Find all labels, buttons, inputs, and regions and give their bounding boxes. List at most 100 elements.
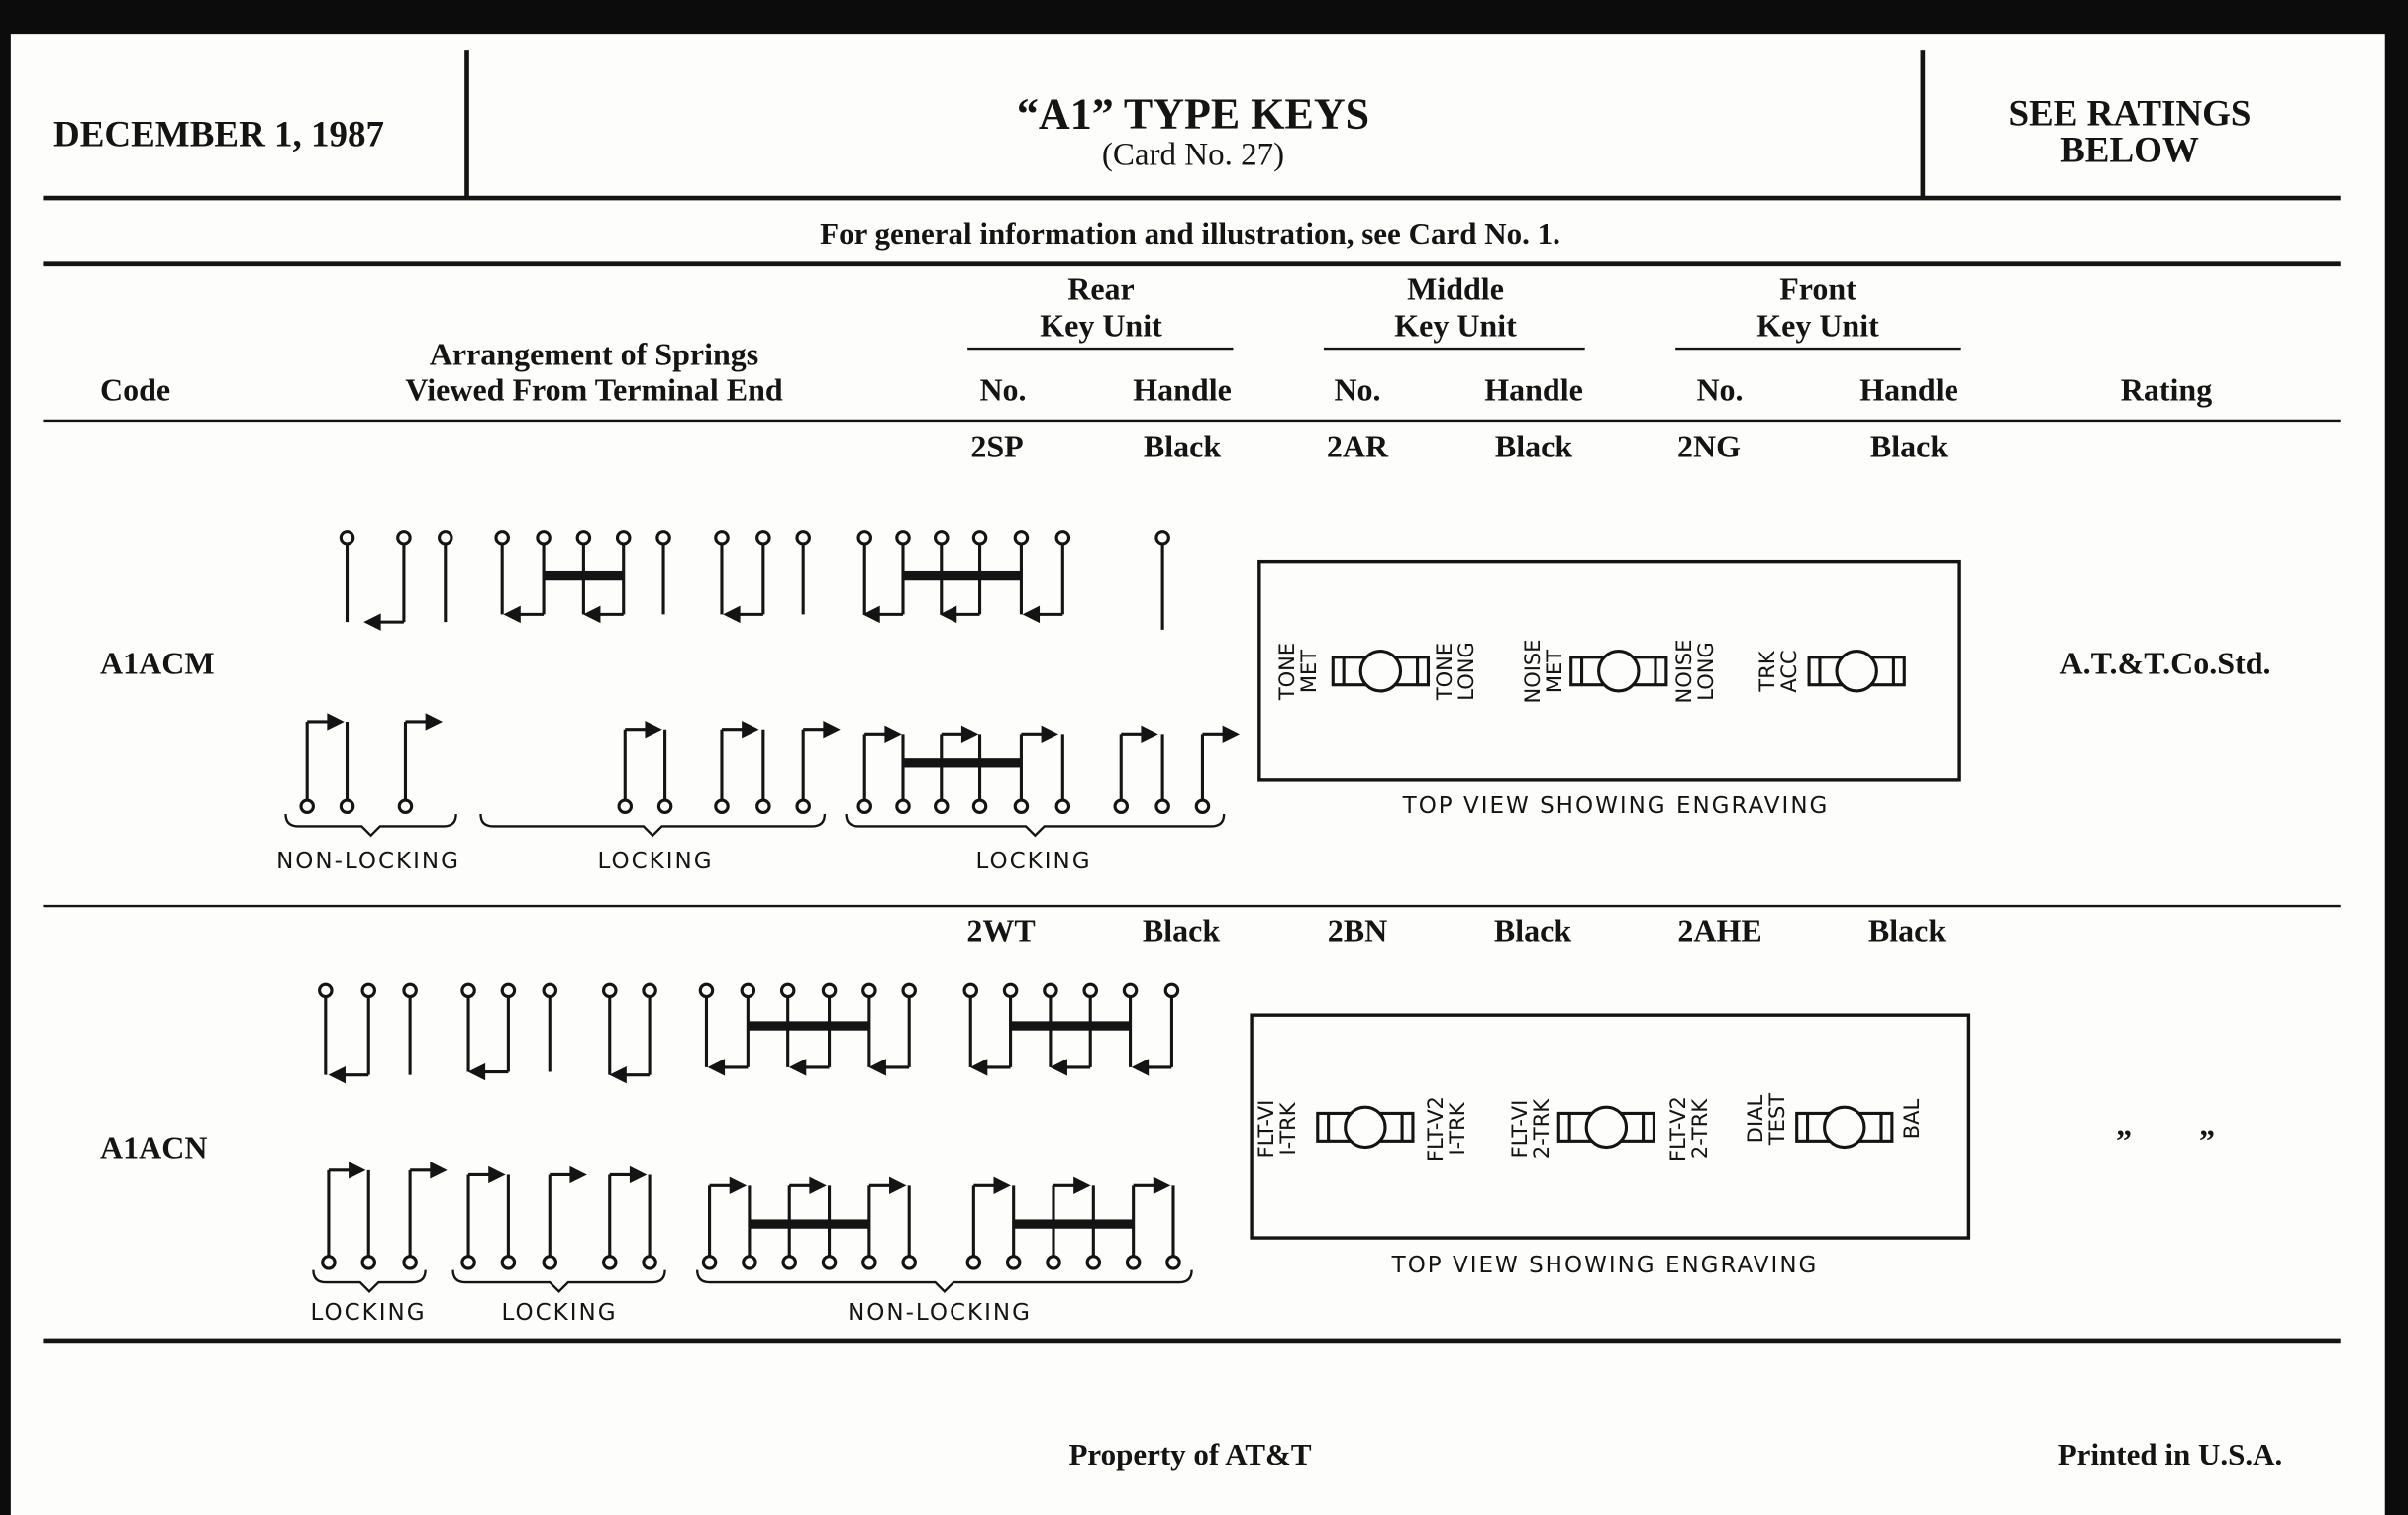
key-handle-icon [1569, 650, 1668, 693]
contact-arrow-icon [729, 1176, 748, 1195]
spring [494, 530, 510, 615]
spring-terminal [1054, 798, 1071, 814]
contact-arrow-icon [884, 725, 902, 744]
spring [723, 530, 771, 624]
contact-arrow-icon [328, 1065, 346, 1084]
spring-terminal [542, 982, 558, 999]
key-knob [1597, 650, 1641, 693]
key-handle-icon [1795, 1105, 1894, 1150]
spring-terminal [714, 530, 730, 546]
footer-printed: Printed in U.S.A. [2057, 1437, 2283, 1471]
spring-terminal [965, 1255, 982, 1270]
actuating-bar [1013, 1219, 1134, 1229]
spring-terminal [1082, 982, 1098, 999]
key-handle-icon [1556, 1105, 1656, 1150]
spring [934, 530, 950, 615]
actuating-bar [903, 570, 1022, 581]
engraving-caption: TOP VIEW SHOWING ENGRAVING [1402, 793, 1830, 819]
see-ratings-line1: SEE RATINGS [2008, 93, 2252, 135]
footer-property: Property of AT&T [1068, 1437, 1312, 1471]
arrangement-header-line2: Viewed From Terminal End [405, 371, 783, 408]
general-note: For general information and illustration… [820, 216, 1560, 251]
spring-terminal [781, 1255, 797, 1270]
spring-terminal [460, 982, 476, 999]
spring [460, 1165, 506, 1270]
spring-terminal [795, 530, 811, 546]
spring [901, 1185, 917, 1270]
spring-terminal [779, 982, 796, 999]
card-number: (Card No. 27) [1101, 137, 1285, 173]
spring-group-label: LOCKING [501, 1300, 618, 1326]
contact-arrow-icon [430, 1162, 448, 1179]
spring-terminal [698, 982, 715, 999]
spring [500, 1174, 517, 1270]
spring-terminal [1154, 530, 1170, 546]
spring [868, 982, 917, 1076]
spring-terminal [396, 530, 412, 546]
spring-terminal [642, 982, 657, 999]
spring [1122, 982, 1139, 1067]
contact-arrow-icon [707, 1059, 726, 1076]
spring-terminal [494, 530, 510, 546]
contact-arrow-icon [889, 1176, 907, 1195]
spring-terminal [360, 982, 376, 999]
spring [575, 530, 592, 615]
middle-handle: Black [1493, 912, 1572, 949]
spring-terminal [360, 1255, 376, 1270]
group-brace [696, 1269, 1193, 1293]
spring-terminal [901, 982, 917, 999]
spring [321, 1162, 366, 1270]
spring [601, 1165, 648, 1270]
rear-handle: Black [1142, 912, 1221, 949]
spring-terminal [861, 1255, 877, 1270]
contact-arrow-icon [1022, 605, 1041, 624]
spring-terminal [1125, 1255, 1142, 1270]
spring-terminal [821, 1255, 838, 1270]
spring [656, 729, 673, 814]
spring-terminal [1013, 798, 1030, 814]
rating-ditto-mark: ” [2116, 1122, 2132, 1159]
contact-arrow-icon [327, 713, 345, 731]
spring [299, 713, 345, 814]
spring [1125, 1176, 1171, 1270]
spring-terminal [795, 798, 811, 814]
contact-arrow-icon [809, 1176, 827, 1195]
spring-terminal [642, 1255, 657, 1270]
spring-terminal [971, 798, 988, 814]
spring [795, 530, 811, 615]
spring [339, 721, 355, 814]
key-knob [1823, 1105, 1866, 1150]
contact-arrow-icon [349, 1162, 366, 1179]
spring-terminal [1043, 982, 1058, 999]
spring-group-label: NON-LOCKING [848, 1300, 1032, 1326]
spring-terminal [460, 1255, 476, 1270]
actuating-bar [748, 1021, 869, 1031]
contact-arrow-icon [1050, 1059, 1067, 1076]
spring-terminal [755, 530, 771, 546]
spring-terminal [1013, 530, 1030, 546]
rear-no: 2WT [966, 912, 1036, 949]
spring-terminal [901, 1255, 917, 1270]
contact-arrow-icon [960, 725, 979, 744]
spring-terminal [895, 530, 911, 546]
spring [861, 982, 877, 1067]
code: A1ACN [100, 1129, 208, 1165]
actuating-bar [749, 1219, 869, 1229]
contact-arrow-icon [467, 1062, 486, 1081]
table-rules [43, 50, 2341, 1344]
spring-terminal [402, 1255, 418, 1270]
page-title: “A1” TYPE KEYS [1016, 89, 1370, 139]
spring-terminal [656, 798, 673, 814]
spring [402, 1162, 448, 1270]
contact-arrow-icon [488, 1165, 506, 1184]
spring [856, 725, 902, 814]
spring-terminal [655, 530, 671, 546]
spring-terminal [542, 1255, 558, 1270]
date: DECEMBER 1, 1987 [53, 114, 385, 155]
engraving-caption: TOP VIEW SHOWING ENGRAVING [1391, 1253, 1819, 1278]
spring-terminal [1194, 798, 1211, 814]
contact-arrow-icon [823, 720, 841, 739]
